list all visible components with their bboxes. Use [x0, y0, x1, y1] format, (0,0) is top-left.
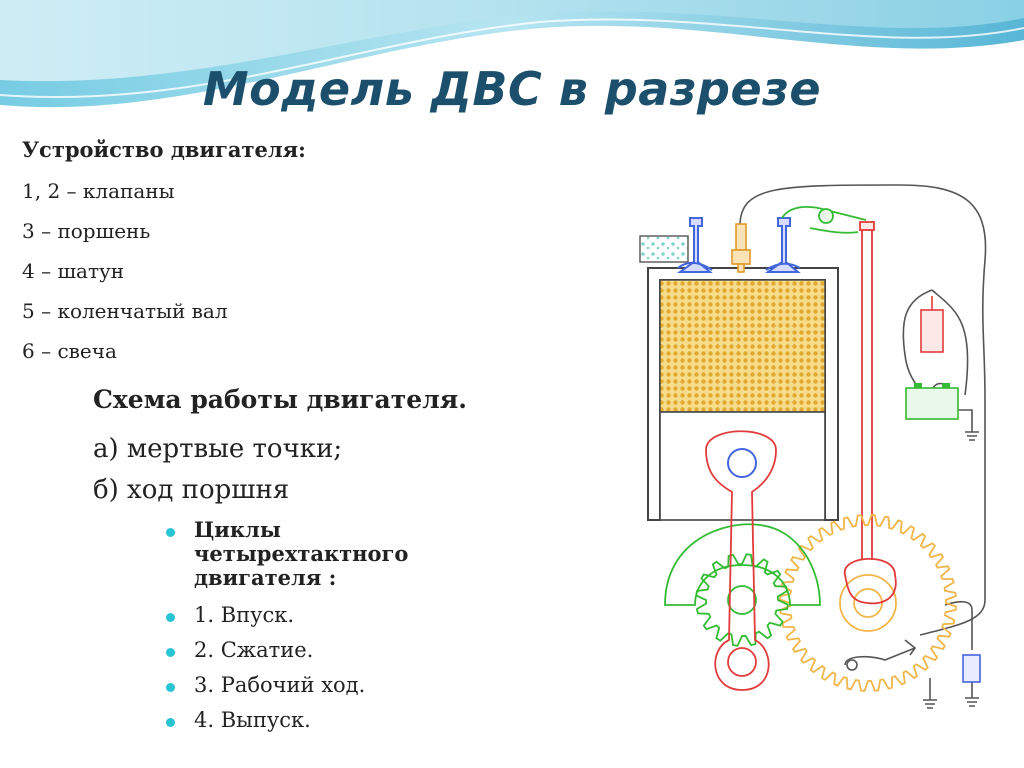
cycles-list: Циклы четырехтактного двигателя : 1. Впу…	[162, 518, 462, 743]
crankshaft-gear	[695, 553, 789, 647]
scheme-item-dead-points: а) мертвые точки;	[93, 434, 343, 464]
cycle-item-compression: 2. Сжатие.	[162, 638, 462, 673]
device-item-valves: 1, 2 – клапаны	[22, 179, 175, 203]
fuel-mixture	[659, 279, 826, 413]
push-rod	[859, 221, 875, 560]
device-item-piston: 3 – поршень	[22, 219, 151, 243]
rocker-arm	[781, 206, 867, 234]
connecting-rod	[705, 430, 777, 691]
ignition-wiring	[739, 184, 987, 709]
device-item-spark-plug: 6 – свеча	[22, 339, 117, 363]
intake-channel	[639, 235, 689, 263]
cycle-item-power: 3. Рабочий ход.	[162, 673, 462, 708]
device-item-rod: 4 – шатун	[22, 259, 125, 283]
ignition-coil	[920, 309, 944, 353]
battery	[905, 387, 959, 420]
valves	[676, 217, 801, 273]
engine-cutaway-diagram	[639, 184, 987, 709]
page-title: Модель ДВС в разрезе	[202, 62, 822, 116]
cycle-item-exhaust: 4. Выпуск.	[162, 708, 462, 743]
device-list: 1, 2 – клапаны 3 – поршень 4 – шатун 5 –…	[22, 178, 228, 378]
scheme-heading: Схема работы двигателя.	[93, 385, 467, 414]
cam	[844, 557, 897, 605]
device-heading: Устройство двигателя:	[22, 137, 306, 162]
breaker-lever	[844, 639, 917, 671]
spark-plug	[731, 223, 751, 273]
scheme-list: а) мертвые точки; б) ход поршня	[93, 432, 342, 514]
piston	[659, 411, 826, 521]
cycle-item-intake: 1. Впуск.	[162, 603, 462, 638]
crankshaft-gear-teeth	[695, 553, 789, 647]
device-item-crankshaft: 5 – коленчатый вал	[22, 299, 228, 323]
capacitor	[962, 654, 981, 683]
scheme-item-piston-stroke: б) ход поршня	[93, 475, 290, 505]
header-wave-decoration	[0, 0, 1024, 115]
cycles-heading: Циклы четырехтактного двигателя :	[162, 518, 462, 590]
